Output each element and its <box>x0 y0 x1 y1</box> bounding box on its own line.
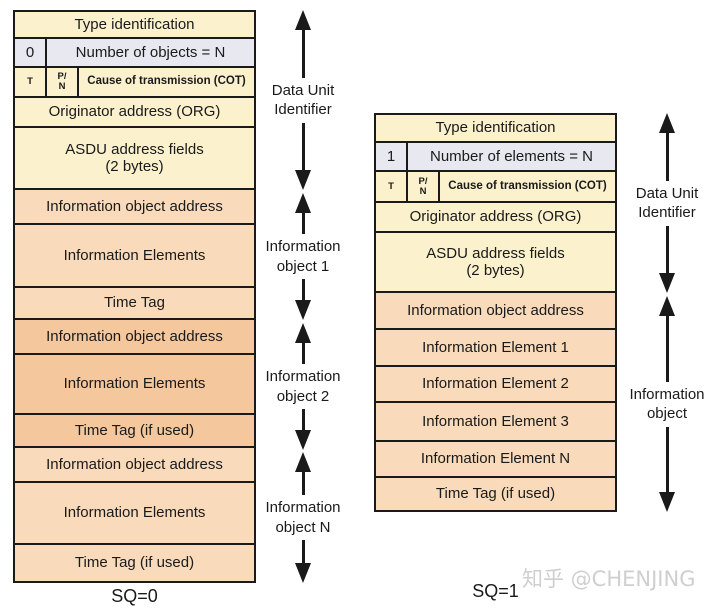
cell-sq-bit: 0 <box>15 39 47 66</box>
cell-t: T <box>376 172 408 201</box>
table-row: Information Element N <box>376 442 615 478</box>
asdu-table-sq1: Type identification 1 Number of elements… <box>374 113 617 512</box>
cell-t: T <box>15 68 47 96</box>
table-row: Information object address <box>15 190 254 225</box>
arrow-down-icon <box>659 492 675 512</box>
table-row: Information Elements <box>15 483 254 545</box>
arrow-label: Data Unit Identifier <box>635 184 699 222</box>
arrow-up-icon <box>295 323 311 343</box>
arrow-label: Information object <box>629 385 705 423</box>
table-row: Information Elements <box>15 355 254 415</box>
pn-top: P/ <box>418 175 428 187</box>
row-originator-address: Originator address (ORG) <box>15 98 254 128</box>
arrow-label: Data Unit Identifier <box>271 81 335 119</box>
cell-sq-bit: 1 <box>376 143 408 170</box>
row-label: ASDU address fields (2 bytes) <box>65 140 204 175</box>
arrow-information-object: Information object <box>612 296 722 512</box>
row-label: ASDU address fields (2 bytes) <box>426 244 565 279</box>
row-object-count: 0 Number of objects = N <box>15 39 254 68</box>
arrow-down-icon <box>295 563 311 583</box>
arrow-down-icon <box>295 300 311 320</box>
table-row: Information object address <box>15 320 254 355</box>
row-type-identification: Type identification <box>15 12 254 39</box>
arrow-information-object-2: Information object 2 <box>248 323 358 450</box>
pn-bottom: N <box>419 185 427 197</box>
row-label: Originator address (ORG) <box>48 103 221 121</box>
asdu-table-sq0: Type identification 0 Number of objects … <box>13 10 256 583</box>
row-type-identification: Type identification <box>376 115 615 143</box>
table-row: Time Tag (if used) <box>376 478 615 510</box>
table-row: Time Tag (if used) <box>15 545 254 581</box>
table-row: Time Tag <box>15 288 254 320</box>
arrow-up-icon <box>295 10 311 30</box>
cell-pn: P/ N <box>408 172 440 201</box>
row-label: Type identification <box>74 15 195 33</box>
row-asdu-address: ASDU address fields (2 bytes) <box>15 128 254 190</box>
sq1-caption: SQ=1 <box>472 581 519 601</box>
cell-pn: P/ N <box>47 68 79 96</box>
arrow-up-icon <box>659 296 675 316</box>
cell-count-label: Number of objects = N <box>75 43 226 61</box>
cell-cot: Cause of transmission (COT) <box>87 75 246 88</box>
arrow-data-unit-identifier-left: Data Unit Identifier <box>248 10 358 190</box>
row-element-count: 1 Number of elements = N <box>376 143 615 172</box>
table-row: Information Element 1 <box>376 330 615 367</box>
arrow-up-icon <box>295 452 311 472</box>
row-label: Type identification <box>435 119 556 137</box>
arrow-down-icon <box>295 430 311 450</box>
arrow-down-icon <box>659 273 675 293</box>
table-row: Information object address <box>15 448 254 483</box>
cell-cot: Cause of transmission (COT) <box>448 179 607 192</box>
arrow-data-unit-identifier-right: Data Unit Identifier <box>612 113 722 293</box>
row-label: Originator address (ORG) <box>409 208 582 226</box>
table-row: Time Tag (if used) <box>15 415 254 448</box>
arrow-information-object-1: Information object 1 <box>248 193 358 320</box>
table-row: Information object address <box>376 293 615 330</box>
row-asdu-address: ASDU address fields (2 bytes) <box>376 233 615 293</box>
arrow-label: Information object N <box>265 499 341 536</box>
table-row: Information Element 3 <box>376 403 615 442</box>
cell-count-label: Number of elements = N <box>430 147 593 165</box>
pn-bottom: N <box>58 81 66 92</box>
arrow-up-icon <box>659 113 675 133</box>
arrow-label: Information object 2 <box>265 368 341 405</box>
arrow-down-icon <box>295 170 311 190</box>
arrow-label: Information object 1 <box>265 238 341 275</box>
table-row: Information Elements <box>15 225 254 288</box>
arrow-information-object-n: Information object N <box>248 452 358 583</box>
table-row: Information Element 2 <box>376 367 615 403</box>
watermark-text: 知乎 @CHENJING <box>522 567 696 591</box>
row-cause-of-transmission: T P/ N Cause of transmission (COT) <box>376 172 615 203</box>
arrow-up-icon <box>295 193 311 213</box>
pn-top: P/ <box>57 71 67 83</box>
row-originator-address: Originator address (ORG) <box>376 203 615 233</box>
sq0-caption: SQ=0 <box>111 586 158 606</box>
row-cause-of-transmission: T P/ N Cause of transmission (COT) <box>15 68 254 98</box>
